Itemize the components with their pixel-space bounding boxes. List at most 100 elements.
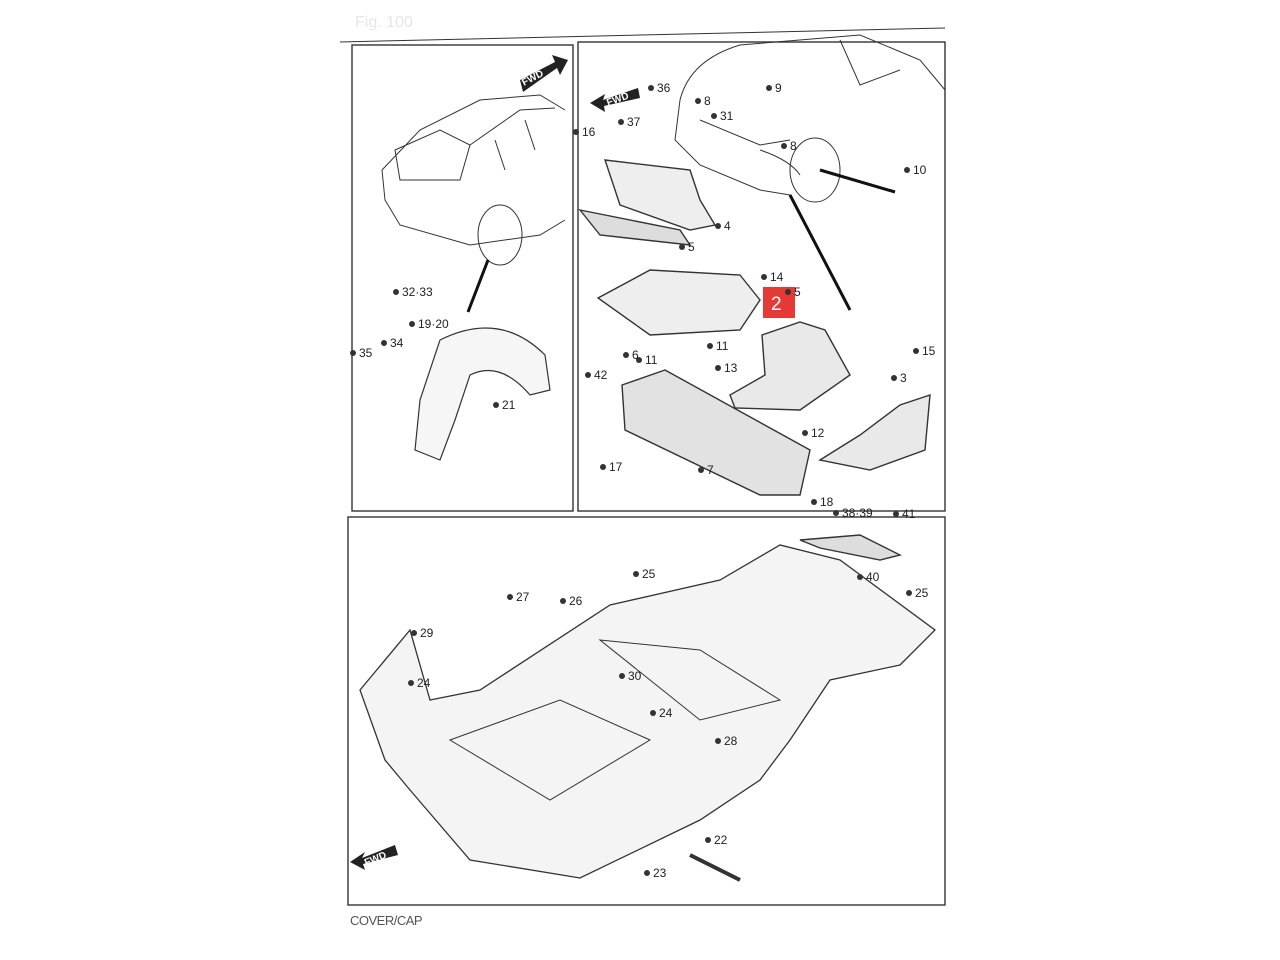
fastener-icon: [623, 352, 629, 358]
section-footer: COVER/CAP: [350, 913, 423, 928]
fastener-icon: [573, 129, 579, 135]
part-number-label: 23: [653, 866, 667, 880]
part-number-label: 14: [770, 270, 784, 284]
bracket-38-39: [799, 534, 903, 561]
fastener-icon: [411, 630, 417, 636]
part-number-label: 41: [902, 507, 916, 521]
part-number-label: 11: [716, 339, 729, 353]
part-number-label: 31: [720, 109, 734, 123]
part-number-label: 27: [516, 590, 530, 604]
fastener-icon: [408, 680, 414, 686]
fastener-icon: [715, 365, 721, 371]
part-number-label: 17: [609, 460, 623, 474]
part-number-label: 21: [502, 398, 516, 412]
under-cover-2: [729, 321, 851, 411]
part-number-label: 30: [628, 669, 642, 683]
part-number-label: 7: [707, 463, 714, 477]
fastener-icon: [393, 289, 399, 295]
fastener-icon: [802, 430, 808, 436]
part-number-label: 12: [811, 426, 825, 440]
fastener-icon: [707, 343, 713, 349]
fastener-icon: [650, 710, 656, 716]
fastener-icon: [833, 510, 839, 516]
fastener-icon: [785, 289, 791, 295]
part-number-label: 26: [569, 594, 583, 608]
part-number-label: 8: [704, 94, 711, 108]
fastener-icon: [600, 464, 606, 470]
part-number-label: 32·33: [402, 285, 433, 299]
part-number-label: 8: [790, 139, 797, 153]
part-number-label: 9: [775, 81, 782, 95]
fastener-icon: [618, 119, 624, 125]
panel-front-under: [577, 41, 946, 512]
part-number-label: 34: [390, 336, 404, 350]
panel-floor-under: [347, 516, 946, 906]
fastener-icon: [350, 350, 356, 356]
part-number-label: 37: [627, 115, 641, 129]
fwd-arrow-floor: FWD: [350, 845, 398, 870]
part-number-label: 13: [724, 361, 738, 375]
fastener-icon: [811, 499, 817, 505]
under-cover-6: [621, 369, 811, 496]
fastener-icon: [619, 673, 625, 679]
panel-rear-wheel: [351, 44, 574, 512]
part-number-label: 5: [688, 240, 695, 254]
fastener-icon: [679, 244, 685, 250]
fastener-icon: [761, 274, 767, 280]
part-number-label: 15: [922, 344, 936, 358]
svg-text:FWD: FWD: [605, 91, 630, 109]
part-number-label: 6: [632, 348, 639, 362]
part-number-label: 42: [594, 368, 608, 382]
fastener-icon: [715, 738, 721, 744]
part-number-label: 25: [915, 586, 929, 600]
fastener-icon: [705, 837, 711, 843]
fastener-icon: [493, 402, 499, 408]
part-number-label: 24: [659, 706, 673, 720]
fastener-icon: [715, 223, 721, 229]
svg-text:FWD: FWD: [363, 850, 388, 869]
fastener-icon: [585, 372, 591, 378]
part-number-label: 18: [820, 495, 834, 509]
part-number-label: 35: [359, 346, 373, 360]
front-car-outline: [674, 34, 946, 203]
fastener-icon: [906, 590, 912, 596]
fastener-icon: [507, 594, 513, 600]
fastener-icon: [381, 340, 387, 346]
svg-text:2: 2: [771, 294, 782, 315]
part-number-label: 4: [724, 219, 731, 233]
part-number-label: 25: [642, 567, 656, 581]
part-number-label: 19·20: [418, 317, 449, 331]
fastener-icon: [857, 574, 863, 580]
fastener-icon: [695, 98, 701, 104]
svg-text:FWD: FWD: [520, 68, 545, 88]
fwd-arrow-front: FWD: [590, 88, 640, 112]
part-number-label: 3: [900, 371, 907, 385]
fastener-icon: [893, 511, 899, 517]
part-number-label: 22: [714, 833, 728, 847]
part-number-label: 24: [417, 676, 431, 690]
bracket-4: [603, 159, 717, 231]
fastener-icon: [648, 85, 654, 91]
faint-figure-title: Fig. 100: [355, 14, 413, 31]
fastener-icon: [644, 870, 650, 876]
part-number-label: 38·39: [842, 506, 873, 520]
fastener-icon: [409, 321, 415, 327]
fwd-arrow-rear: FWD: [520, 55, 568, 92]
fastener-icon: [913, 348, 919, 354]
part-number-label: 11: [645, 353, 658, 367]
fastener-icon: [904, 167, 910, 173]
part-number-label: 10: [913, 163, 927, 177]
part-number-label: 28: [724, 734, 738, 748]
part-number-label: 29: [420, 626, 434, 640]
fastener-icon: [560, 598, 566, 604]
inner-fender-19-20: [414, 327, 551, 461]
part-number-label: 40: [866, 570, 880, 584]
fastener-icon: [891, 375, 897, 381]
fastener-icon: [636, 357, 642, 363]
rear-car-outline: [381, 94, 566, 266]
strip-22: [689, 853, 741, 882]
floor-under-cover: [359, 544, 936, 879]
lower-member-5: [578, 208, 692, 246]
fastener-icon: [633, 571, 639, 577]
